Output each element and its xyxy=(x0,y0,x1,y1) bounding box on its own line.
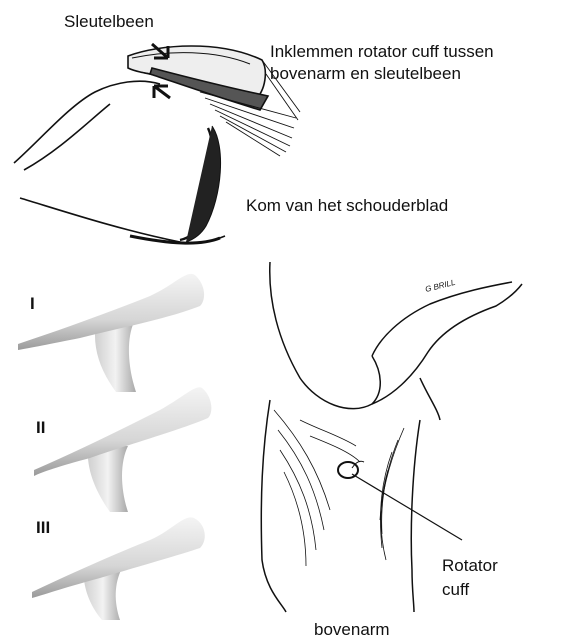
label-rotator-line-2: cuff xyxy=(442,580,469,600)
acromion-type-3 xyxy=(32,517,205,620)
acromion-type-1 xyxy=(18,274,204,392)
label-humerus: bovenarm xyxy=(314,620,390,640)
label-clavicle: Sleutelbeen xyxy=(64,12,154,32)
label-impingement-line-1: Inklemmen rotator cuff tussen xyxy=(270,42,494,62)
acromion-type-2 xyxy=(34,387,211,512)
label-glenoid: Kom van het schouderblad xyxy=(246,196,448,216)
acromion-type-2-label: II xyxy=(36,418,45,438)
label-impingement-line-2: bovenarm en sleutelbeen xyxy=(270,64,461,84)
label-rotator-line-1: Rotator xyxy=(442,556,498,576)
acromion-type-1-label: I xyxy=(30,294,35,314)
acromion-type-3-label: III xyxy=(36,518,50,538)
artist-signature: G BRILL xyxy=(424,278,456,294)
